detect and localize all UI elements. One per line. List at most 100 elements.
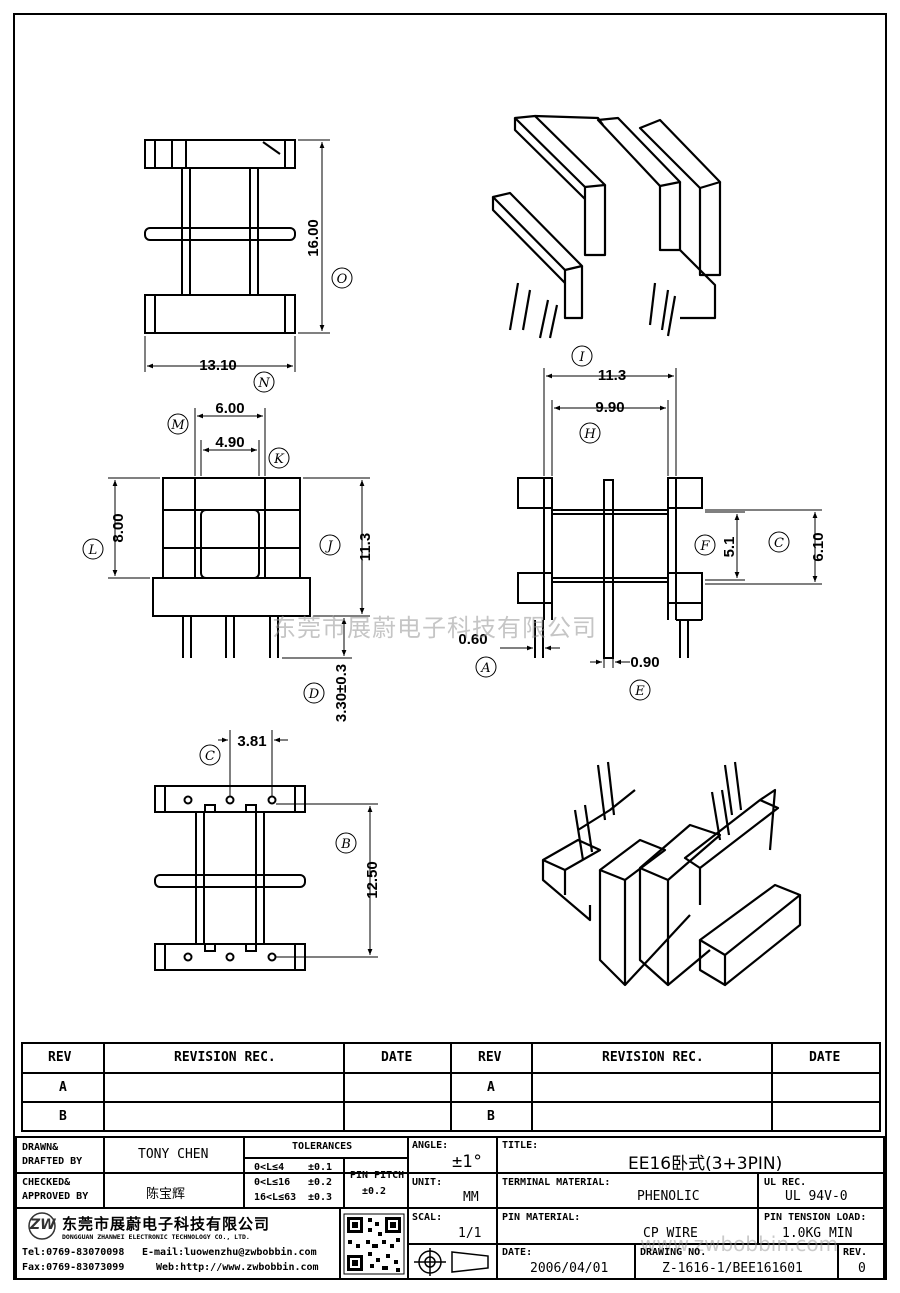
title-block-grid xyxy=(15,1136,885,1280)
dim-side-inner: 9.90 xyxy=(595,399,624,416)
tension-value: 1.0KG MIN xyxy=(782,1226,853,1241)
dim-pin-pitch: 3.81 xyxy=(237,733,266,750)
tol-range-3: 16<L≤63 xyxy=(254,1192,297,1203)
tol-value-3: ±0.3 xyxy=(308,1192,333,1203)
drawn-label-2: DRAFTED BY xyxy=(22,1156,83,1167)
scale-value: 1/1 xyxy=(458,1226,482,1241)
dim-front-total: 11.3 xyxy=(357,533,374,561)
pin-pitch-label: PIN PITCH xyxy=(350,1170,405,1181)
tension-label: PIN TENSION LOAD: xyxy=(764,1212,867,1223)
date-header-1: DATE xyxy=(381,1050,413,1065)
balloon-c: C xyxy=(774,536,784,551)
date-label: DATE: xyxy=(502,1247,533,1258)
dim-row-spacing: 12.50 xyxy=(364,861,381,899)
balloon-o: O xyxy=(337,272,348,287)
projection-symbol xyxy=(414,1248,489,1276)
unit-value: MM xyxy=(463,1190,479,1205)
dim-side-outer: 11.3 xyxy=(598,367,626,384)
top-view xyxy=(144,139,296,334)
terminal-value: PHENOLIC xyxy=(637,1189,700,1204)
terminal-label: TERMINAL MATERIAL: xyxy=(502,1177,611,1188)
tol-value-1: ±0.1 xyxy=(308,1162,333,1173)
company-web: Web:http://www.zwbobbin.com xyxy=(156,1262,319,1273)
company-tel: Tel:0769-83070098 xyxy=(22,1247,125,1258)
watermark-url: www.zwbobbin.com xyxy=(640,1232,839,1256)
drawing-no-value: Z-1616-1/BEE161601 xyxy=(662,1261,803,1276)
balloon-j: J xyxy=(324,539,333,554)
angle-value: ±1° xyxy=(452,1152,483,1172)
revision-rec-header-2: REVISION REC. xyxy=(602,1050,704,1065)
tol-range-1: 0<L≤4 xyxy=(254,1162,285,1173)
drawing-no-label: DRAWING NO. xyxy=(640,1247,707,1258)
date-value: 2006/04/01 xyxy=(530,1261,609,1276)
checked-label-2: APPROVED BY xyxy=(22,1191,89,1202)
balloon-i: I xyxy=(578,350,585,365)
rev-header-1: REV xyxy=(48,1050,72,1065)
rev-header-2: REV xyxy=(478,1050,502,1065)
balloon-l: L xyxy=(88,543,98,558)
side-view-dims xyxy=(475,345,822,701)
company-logo xyxy=(28,1212,56,1240)
front-view-dims xyxy=(82,408,370,704)
revision-table-grid xyxy=(21,1042,881,1132)
ul-value: UL 94V-0 xyxy=(785,1189,848,1204)
dim-side-f: 5.1 xyxy=(721,537,738,558)
title-label: TITLE: xyxy=(502,1140,539,1151)
company-name-cn: 东莞市展蔚电子科技有限公司 xyxy=(62,1215,271,1233)
balloon-e: E xyxy=(634,684,645,699)
balloon-d: D xyxy=(308,687,320,702)
dim-pin-length: 3.30±0.3 xyxy=(333,664,350,722)
balloon-n: N xyxy=(257,376,270,391)
company-name-en: DONGGUAN ZHANWEI ELECTRONIC TECHNOLOGY C… xyxy=(62,1233,250,1241)
dim-front-inner: 4.90 xyxy=(215,434,244,451)
rev-row-b-2: B xyxy=(487,1109,495,1124)
title-value: EE16卧式(3+3PIN) xyxy=(628,1154,783,1174)
pin-pitch-value: ±0.2 xyxy=(362,1186,387,1197)
rev-row-a-1: A xyxy=(59,1080,67,1095)
angle-label: ANGLE: xyxy=(412,1140,449,1151)
balloon-f: F xyxy=(699,539,710,554)
logo-text: ZW xyxy=(30,1217,56,1233)
drawn-label-1: DRAWN& xyxy=(22,1142,59,1153)
front-view xyxy=(152,477,311,658)
bottom-view-dims xyxy=(199,730,378,958)
watermark-company: 东莞市展蔚电子科技有限公司 xyxy=(272,614,597,642)
scale-label: SCAL: xyxy=(412,1212,443,1223)
bottom-view xyxy=(154,785,306,971)
date-header-2: DATE xyxy=(809,1050,841,1065)
rev-value: 0 xyxy=(858,1261,866,1276)
rev-row-b-1: B xyxy=(59,1109,67,1124)
balloon-b: B xyxy=(340,837,351,852)
dim-front-height: 8.00 xyxy=(110,513,127,542)
company-fax: Fax:0769-83073099 xyxy=(22,1262,125,1273)
tolerances-label: TOLERANCES xyxy=(292,1141,353,1152)
company-email: E-mail:luowenzhu@zwbobbin.com xyxy=(142,1247,317,1258)
qr-code xyxy=(343,1213,405,1275)
tol-range-2: 0<L≤16 xyxy=(254,1177,291,1188)
dim-pin-dia: 0.60 xyxy=(458,631,487,648)
pin-material-value: CP WIRE xyxy=(643,1226,698,1241)
balloon-m: M xyxy=(170,418,185,433)
top-view-dims xyxy=(144,139,353,393)
iso-view-bottom xyxy=(541,761,802,987)
approved-by: 陈宝辉 xyxy=(146,1187,186,1202)
balloon-h: H xyxy=(583,427,596,442)
dim-top-height: 16.00 xyxy=(305,219,322,257)
balloon-a: A xyxy=(480,661,490,676)
pin-material-label: PIN MATERIAL: xyxy=(502,1212,581,1223)
ul-label: UL REC. xyxy=(764,1177,807,1188)
tol-value-2: ±0.2 xyxy=(308,1177,333,1188)
balloon-k: K xyxy=(273,452,285,467)
dim-side-c: 6.10 xyxy=(810,532,827,561)
dim-top-width: 13.10 xyxy=(199,357,237,374)
side-view xyxy=(517,477,703,659)
iso-view-top xyxy=(491,114,722,339)
unit-label: UNIT: xyxy=(412,1177,443,1188)
revision-rec-header-1: REVISION REC. xyxy=(174,1050,276,1065)
rev-label: REV. xyxy=(843,1247,868,1258)
checked-label-1: CHECKED& xyxy=(22,1177,71,1188)
rev-row-a-2: A xyxy=(487,1080,495,1095)
drawn-by: TONY CHEN xyxy=(138,1147,209,1162)
dim-flange: 0.90 xyxy=(630,654,659,671)
